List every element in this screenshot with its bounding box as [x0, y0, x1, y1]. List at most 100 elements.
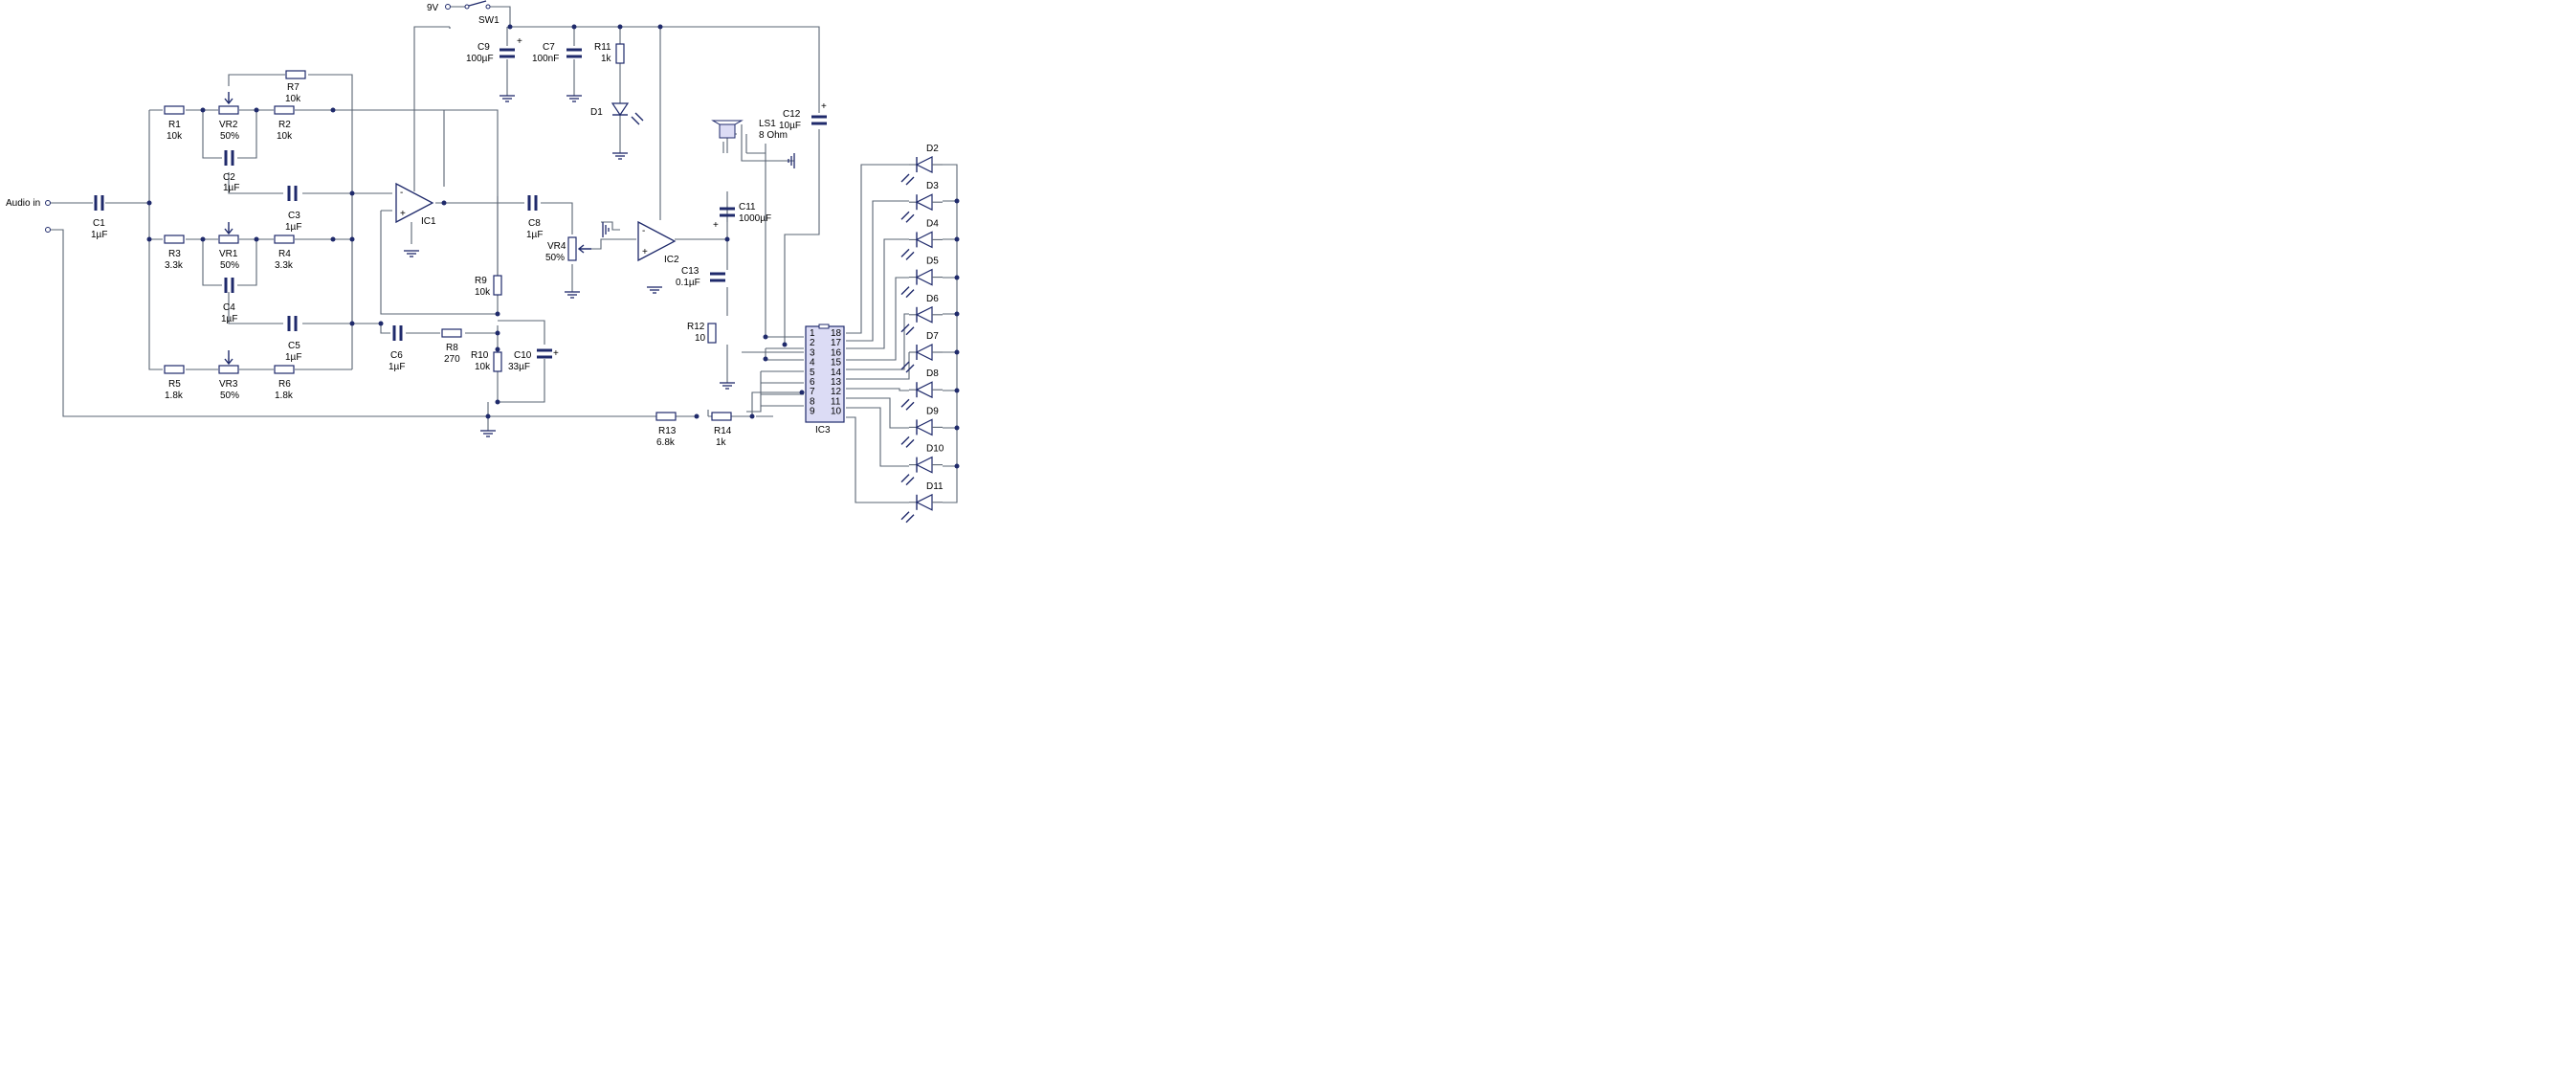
r14-value: 1k: [716, 437, 727, 448]
r3-label: R3: [168, 249, 181, 259]
ground-icon: [480, 430, 496, 437]
led-d8: D8: [900, 368, 943, 411]
ic2-plus: +: [642, 247, 648, 257]
ground-icon: [566, 95, 582, 102]
ground-icon: [500, 95, 515, 102]
r4-value: 3.3k: [275, 260, 294, 271]
vr4-value: 50%: [545, 253, 565, 263]
r12-value: 10: [695, 333, 706, 344]
resistor-r11: R11 1k: [594, 42, 625, 64]
led-d3: D3: [900, 181, 943, 223]
c13-value: 0.1µF: [676, 278, 700, 288]
light-emission-icon: [900, 324, 915, 336]
c10-polarity: +: [553, 348, 559, 359]
c2-label: C2: [223, 172, 235, 183]
supply-label: 9V: [427, 3, 439, 13]
capacitor-c13: C13 0.1µF: [676, 266, 725, 288]
ic2-label: IC2: [664, 255, 679, 265]
resistor-r12: R12 10: [687, 322, 717, 344]
vr4-label: VR4: [547, 241, 566, 252]
supply-terminal: 9V: [427, 3, 451, 13]
light-emission-icon: [900, 361, 915, 373]
c2-value: 1µF: [223, 183, 239, 193]
d1-label: D1: [590, 107, 603, 118]
light-emission-icon: [900, 511, 915, 524]
led-label: D8: [926, 368, 939, 379]
capacitor-c7: C7 100nF: [532, 42, 582, 64]
light-emission-icon: [900, 474, 915, 486]
r7-label: R7: [287, 82, 300, 93]
ground-icon: [788, 153, 795, 168]
c3-value: 1µF: [285, 222, 301, 233]
ic3-pin-number: 15: [831, 358, 842, 368]
c6-label: C6: [390, 350, 403, 361]
ic3-pin-number: 17: [831, 338, 842, 348]
ground-icon: [565, 291, 580, 299]
c13-label: C13: [681, 266, 700, 277]
r5-label: R5: [168, 379, 181, 390]
capacitor-c11: + C11 1000µF: [713, 202, 771, 231]
c1-value: 1µF: [91, 230, 107, 240]
ic3-pin-number: 11: [831, 396, 841, 407]
switch-sw1: SW1: [464, 0, 500, 26]
ic3-pin-number: 13: [831, 377, 842, 388]
c10-value: 33µF: [508, 362, 530, 372]
resistor-r1: R1 10k: [164, 105, 185, 142]
c9-polarity: +: [517, 36, 522, 47]
resistor-r4: R4 3.3k: [274, 234, 295, 271]
ic3-pin-number: 3: [810, 347, 815, 358]
resistor-r10: R10 10k: [471, 350, 502, 372]
r10-label: R10: [471, 350, 489, 361]
capacitor-c10: + C10 33µF: [508, 348, 559, 372]
r12-label: R12: [687, 322, 705, 332]
c12-label: C12: [783, 109, 801, 120]
r5-value: 1.8k: [165, 391, 184, 401]
ground-icon: [647, 286, 662, 294]
audio-input: Audio in: [6, 198, 51, 233]
led-d11: D11: [900, 481, 944, 524]
c11-label: C11: [739, 202, 756, 212]
ic2-minus: -: [642, 226, 645, 236]
ic3-pin-number: 10: [831, 407, 842, 417]
c5-label: C5: [288, 341, 300, 351]
capacitor-c4: C4 1µF: [221, 278, 237, 324]
c9-value: 100µF: [466, 54, 494, 64]
capacitor-c3: C3 1µF: [285, 186, 301, 233]
resistor-r9: R9 10k: [475, 275, 502, 298]
r6-label: R6: [278, 379, 291, 390]
resistor-r5: R5 1.8k: [164, 365, 185, 401]
r9-label: R9: [475, 276, 487, 286]
ground-icon: [602, 222, 610, 237]
r8-value: 270: [444, 354, 460, 365]
ic3-label: IC3: [815, 425, 831, 436]
ground-symbols: [404, 95, 795, 437]
vr1-label: VR1: [219, 249, 238, 259]
potentiometer-vr2: VR2 50%: [218, 92, 239, 142]
light-emission-icon: [900, 286, 915, 299]
ic1-minus: -: [400, 188, 403, 198]
c11-polarity: +: [713, 220, 719, 231]
capacitor-c2: C2 1µF: [223, 150, 239, 193]
capacitor-c6: C6 1µF: [389, 325, 405, 372]
c12-value: 10µF: [779, 121, 801, 131]
ic3-pin-number: 6: [810, 377, 815, 388]
led-d10: D10: [900, 444, 944, 486]
r9-value: 10k: [475, 287, 491, 298]
led-d1: D1: [590, 102, 644, 125]
r13-value: 6.8k: [656, 437, 676, 448]
led-label: D2: [926, 144, 939, 154]
ground-icon: [720, 382, 735, 390]
c11-value: 1000µF: [739, 213, 771, 224]
light-emission-icon: [900, 436, 915, 448]
r1-label: R1: [168, 120, 181, 130]
ic3-pin-number: 16: [831, 347, 842, 358]
led-d2: D2: [900, 144, 943, 186]
wires: [50, 6, 958, 503]
led-d4: D4: [900, 218, 943, 260]
resistor-r8: R8 270: [441, 328, 462, 365]
junctions: [146, 24, 960, 469]
c9-label: C9: [477, 42, 490, 53]
r3-value: 3.3k: [165, 260, 184, 271]
ic3-pin-number: 4: [810, 358, 815, 368]
